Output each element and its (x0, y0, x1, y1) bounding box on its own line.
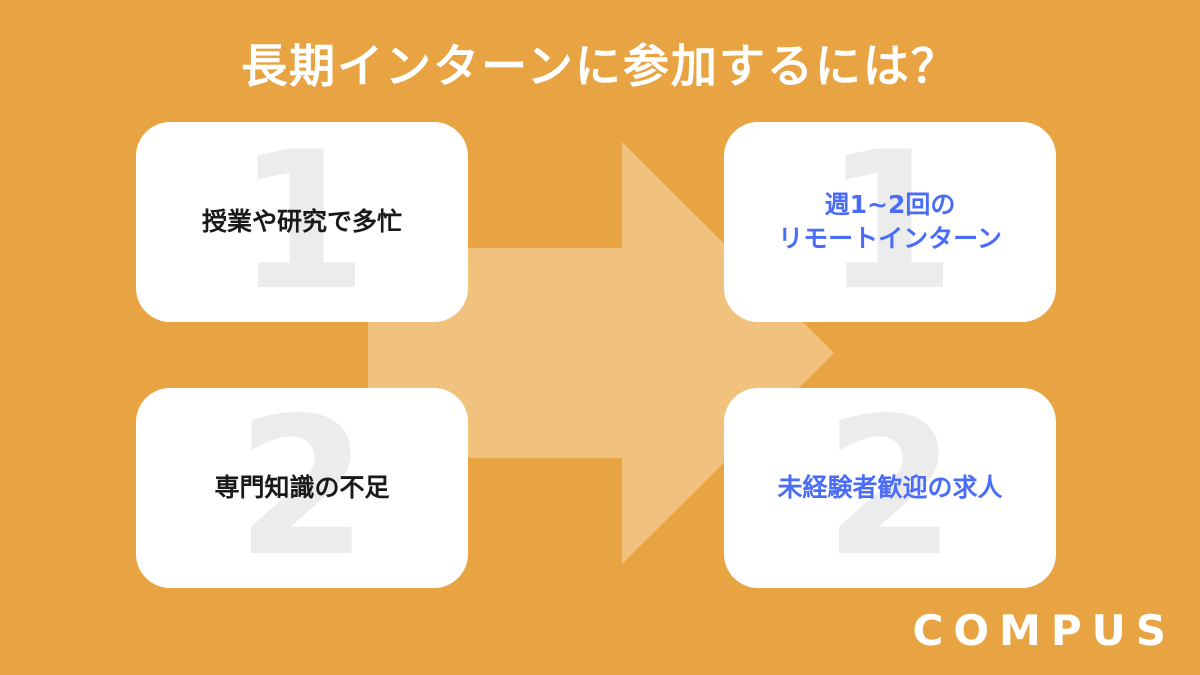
solution-card-2: 2 未経験者歓迎の求人 (724, 388, 1056, 588)
card-number: 2 (235, 388, 369, 588)
card-number: 2 (823, 388, 957, 588)
problem-card-1: 1 授業や研究で多忙 (136, 122, 468, 322)
card-label: 週1~2回の リモートインターン (778, 188, 1002, 256)
page-title: 長期インターンに参加するには？ (241, 39, 959, 93)
compus-logo: COMPUS (912, 606, 1176, 655)
card-label: 専門知識の不足 (214, 473, 390, 503)
card-label-line1: 週1~2回の (824, 190, 956, 220)
solution-card-1: 1 週1~2回の リモートインターン (724, 122, 1056, 322)
card-number: 1 (823, 122, 957, 322)
card-label-line2: リモートインターン (778, 224, 1002, 253)
card-number: 1 (235, 122, 369, 322)
problem-card-2: 2 専門知識の不足 (136, 388, 468, 588)
card-label: 授業や研究で多忙 (201, 207, 402, 237)
card-label: 未経験者歓迎の求人 (777, 473, 1003, 503)
